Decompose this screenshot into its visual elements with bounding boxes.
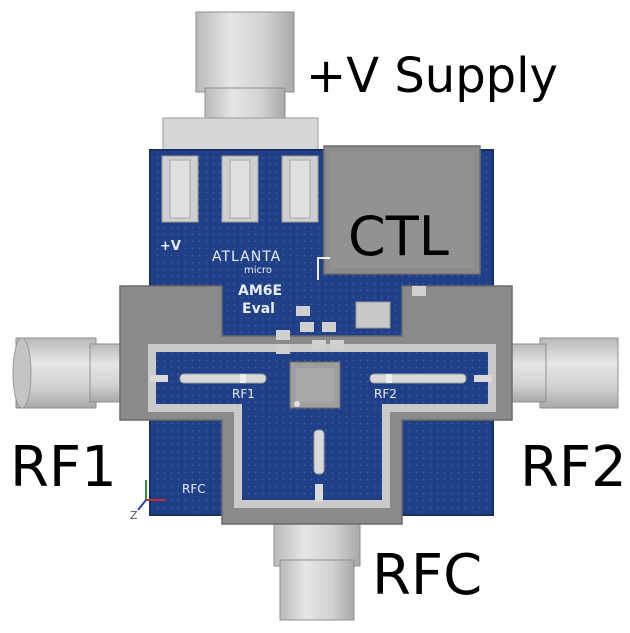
rf2-callout: RF2	[520, 435, 627, 500]
silk-rf2: RF2	[374, 387, 397, 401]
supply-callout: +V Supply	[306, 48, 558, 104]
axis-triad	[137, 480, 166, 511]
passive-components	[276, 286, 426, 354]
rfc-connector	[273, 519, 361, 621]
rf-traces	[150, 373, 492, 502]
silk-plus-v: +V	[160, 239, 181, 254]
switch-ic	[289, 361, 341, 409]
axis-z-label: Z	[130, 509, 138, 522]
header-pins	[161, 155, 319, 223]
silk-part-suffix: Eval	[242, 301, 275, 317]
supply-connector	[162, 11, 319, 157]
rfc-callout: RFC	[372, 543, 483, 608]
rf2-connector	[509, 337, 619, 409]
silk-rfc: RFC	[182, 482, 206, 496]
silk-logo-sub: micro	[244, 265, 273, 276]
ctl-module	[317, 145, 481, 280]
silk-logo: ATLANTA	[212, 249, 282, 265]
rf1-connector	[12, 337, 127, 409]
silk-part-number: AM6E	[238, 283, 283, 299]
silk-rf1: RF1	[232, 387, 255, 401]
rf1-callout: RF1	[10, 435, 117, 500]
ctl-callout: CTL	[348, 205, 449, 268]
